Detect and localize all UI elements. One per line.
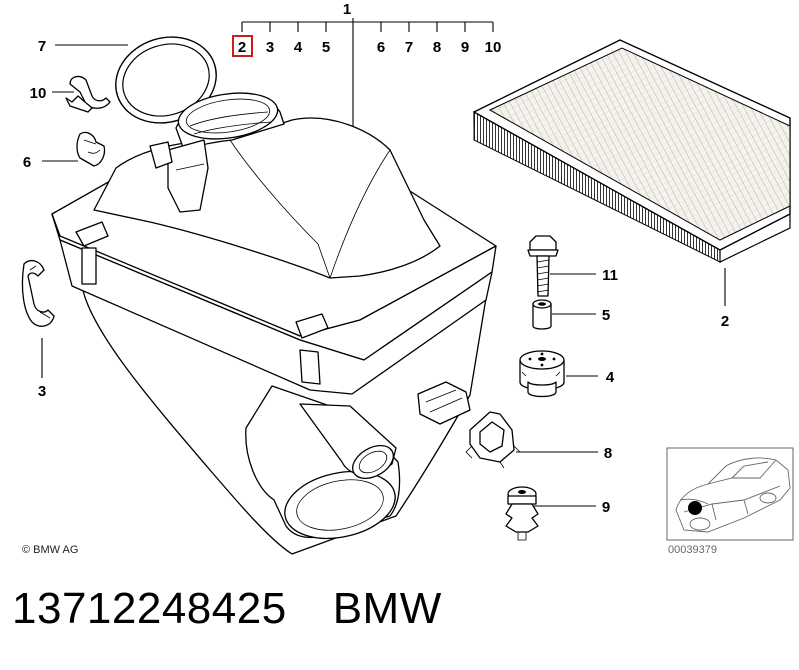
copyright-text: © BMW AG [22,544,78,556]
group-item-2[interactable]: 2 [238,39,246,56]
callout-3[interactable]: 3 [38,383,46,400]
bracket-part [76,131,106,167]
part-footer: 13712248425 BMW [12,584,442,634]
clip-top-part [65,75,111,113]
location-marker [688,501,702,515]
group-item-3[interactable]: 3 [266,39,274,56]
vehicle-location-inset [666,447,794,541]
callout-11[interactable]: 11 [602,267,618,284]
callout-bracket-ticks [241,22,494,32]
group-item-9[interactable]: 9 [461,39,469,56]
group-item-7[interactable]: 7 [405,39,413,56]
rubber-mount-part [519,350,565,398]
group-item-5[interactable]: 5 [322,39,330,56]
group-item-6[interactable]: 6 [377,39,385,56]
callout-2[interactable]: 2 [721,313,729,330]
callout-6[interactable]: 6 [23,154,31,171]
callout-8[interactable]: 8 [604,445,612,462]
housing-latches [75,221,329,385]
part-number: 13712248425 [12,584,287,633]
highlight-box [232,35,253,57]
sleeve-part [532,299,552,330]
brand-name: BMW [332,584,442,633]
bolt-part [527,235,559,297]
parts-diagram: 1 2 3 4 5 6 7 8 9 10 7 [21,1,794,556]
callout-1[interactable]: 1 [343,1,351,18]
group-item-8[interactable]: 8 [433,39,441,56]
group-item-10[interactable]: 10 [485,39,502,56]
push-rivet-part [505,486,539,541]
group-item-4[interactable]: 4 [294,39,303,56]
callout-9[interactable]: 9 [602,499,610,516]
image-number: 00039379 [668,544,717,556]
callout-4[interactable]: 4 [606,369,615,386]
filter-element [473,39,791,264]
grommet-part [465,411,521,469]
callout-7[interactable]: 7 [38,38,46,55]
callout-5[interactable]: 5 [602,307,610,324]
air-filter-housing [51,92,497,555]
main-callout-group: 1 2 3 4 5 6 7 8 9 10 [232,1,502,136]
callout-10[interactable]: 10 [30,85,47,102]
clip-left-part [21,259,55,327]
